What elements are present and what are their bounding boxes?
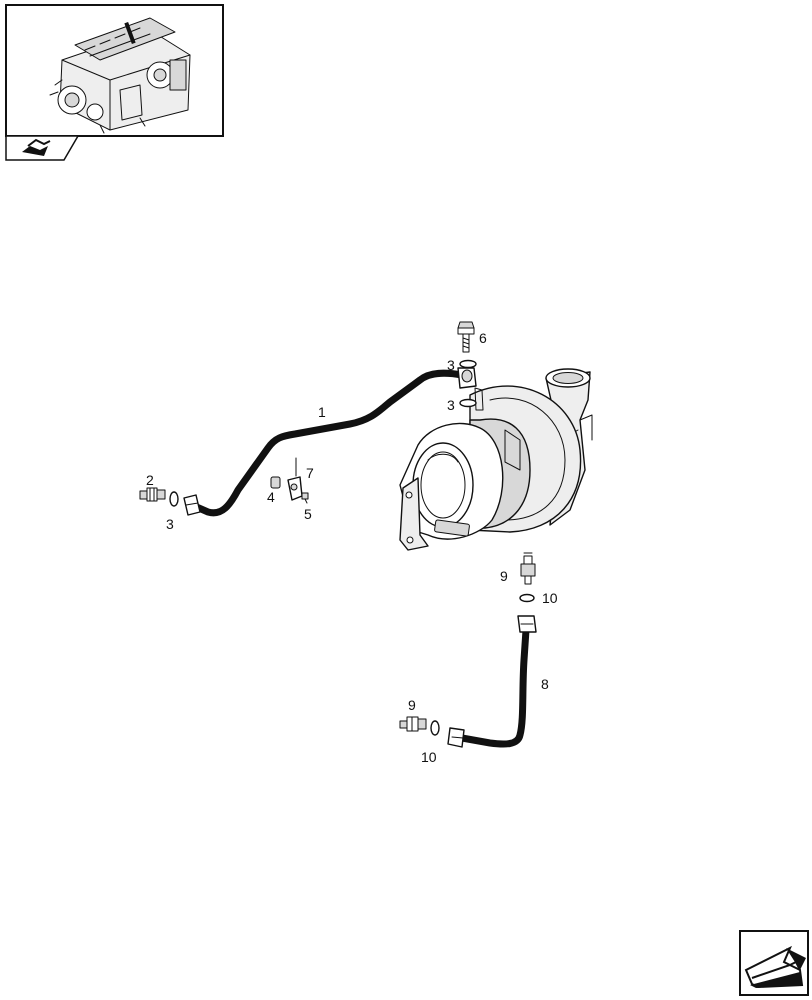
callout-3-left: 3 xyxy=(166,516,174,532)
oil-feed-pipe xyxy=(183,367,477,517)
callout-10-lower: 10 xyxy=(421,749,437,765)
seal-10-lower xyxy=(430,720,440,736)
engine-thumbnail[interactable] xyxy=(5,4,224,161)
callout-1: 1 xyxy=(318,404,326,420)
screw-5 xyxy=(301,492,309,504)
oil-drain-pipe xyxy=(447,615,537,748)
clamp-7 xyxy=(287,457,303,501)
back-tab[interactable] xyxy=(5,135,80,161)
callout-5: 5 xyxy=(304,506,312,522)
callout-3-upper: 3 xyxy=(447,357,455,373)
callout-7: 7 xyxy=(306,465,314,481)
callout-4: 4 xyxy=(267,489,275,505)
banjo-bolt-6 xyxy=(457,321,475,353)
callout-8: 8 xyxy=(541,676,549,692)
callout-9-lower: 9 xyxy=(408,697,416,713)
callout-9-upper: 9 xyxy=(500,568,508,584)
washer-3-upper xyxy=(459,359,477,369)
callout-6: 6 xyxy=(479,330,487,346)
next-page-arrow-icon xyxy=(744,945,806,989)
washer-3-left xyxy=(169,491,179,507)
back-arrow-icon xyxy=(22,138,51,156)
callouts: 1 2 3 3 3 4 5 6 7 8 9 9 10 10 xyxy=(146,330,558,765)
engine-thumbnail-icon xyxy=(49,17,191,134)
drain-fitting-9-upper xyxy=(520,552,536,585)
drain-fitting-9-lower xyxy=(399,716,427,732)
turbocharger xyxy=(399,368,593,551)
callout-10-upper: 10 xyxy=(542,590,558,606)
callout-2: 2 xyxy=(146,472,154,488)
callout-3-lower: 3 xyxy=(447,397,455,413)
spacer-4 xyxy=(270,476,281,489)
washer-3-lower xyxy=(459,398,477,408)
next-page-button[interactable] xyxy=(739,930,809,996)
seal-10-upper xyxy=(519,593,535,603)
union-fitting-2 xyxy=(139,487,166,502)
